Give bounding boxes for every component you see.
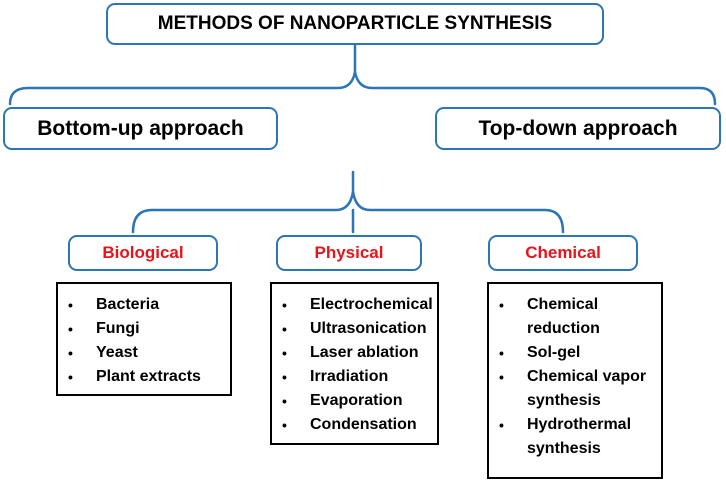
bullet-icon: • [499, 417, 504, 433]
bullet-icon: • [499, 369, 504, 385]
list-item: •Hydrothermal synthesis [489, 413, 661, 461]
bullet-icon: • [282, 297, 287, 313]
list-item: •Evaporation [272, 389, 437, 413]
bullet-icon: • [68, 297, 73, 313]
list-item: •Chemical vapor synthesis [489, 365, 661, 413]
biological-category-label: Biological [102, 243, 184, 262]
list-item: •Ultrasonication [272, 317, 437, 341]
bullet-icon: • [68, 345, 73, 361]
physical-category-label: Physical [314, 243, 384, 262]
bottom-up-approach-label: Bottom-up approach [37, 116, 244, 140]
top-down-approach-label: Top-down approach [478, 116, 678, 140]
biological-methods-list: •Bacteria •Fungi •Yeast •Plant extracts [56, 282, 232, 396]
list-item: •Electrochemical [272, 293, 437, 317]
physical-methods-list: •Electrochemical •Ultrasonication •Laser… [270, 282, 439, 445]
bullet-icon: • [282, 369, 287, 385]
list-item: •Sol-gel [489, 341, 661, 365]
diagram-title-text: METHODS OF NANOPARTICLE SYNTHESIS [157, 13, 553, 34]
list-item: •Laser ablation [272, 341, 437, 365]
bullet-icon: • [68, 321, 73, 337]
bullet-icon: • [282, 321, 287, 337]
bullet-icon: • [282, 345, 287, 361]
approach-brace [131, 190, 565, 234]
list-item: •Yeast [58, 341, 230, 365]
list-item: •Bacteria [58, 293, 230, 317]
list-item: •Condensation [272, 413, 437, 437]
physical-category-box: Physical [276, 235, 422, 271]
bullet-icon: • [499, 345, 504, 361]
bullet-icon: • [282, 417, 287, 433]
bullet-icon: • [499, 297, 504, 313]
chemical-category-box: Chemical [488, 235, 638, 271]
list-item: •Fungi [58, 317, 230, 341]
top-down-approach-box: Top-down approach [435, 107, 721, 150]
list-item: •Plant extracts [58, 365, 230, 389]
bottom-up-approach-box: Bottom-up approach [3, 107, 278, 150]
diagram-title: METHODS OF NANOPARTICLE SYNTHESIS [106, 3, 604, 45]
chemical-category-label: Chemical [525, 243, 601, 262]
bullet-icon: • [68, 369, 73, 385]
list-item: •Chemical reduction [489, 293, 661, 341]
bullet-icon: • [282, 393, 287, 409]
chemical-methods-list: •Chemical reduction •Sol-gel •Chemical v… [487, 282, 663, 479]
biological-category-box: Biological [68, 235, 218, 271]
title-brace [8, 70, 717, 106]
list-item: •Irradiation [272, 365, 437, 389]
